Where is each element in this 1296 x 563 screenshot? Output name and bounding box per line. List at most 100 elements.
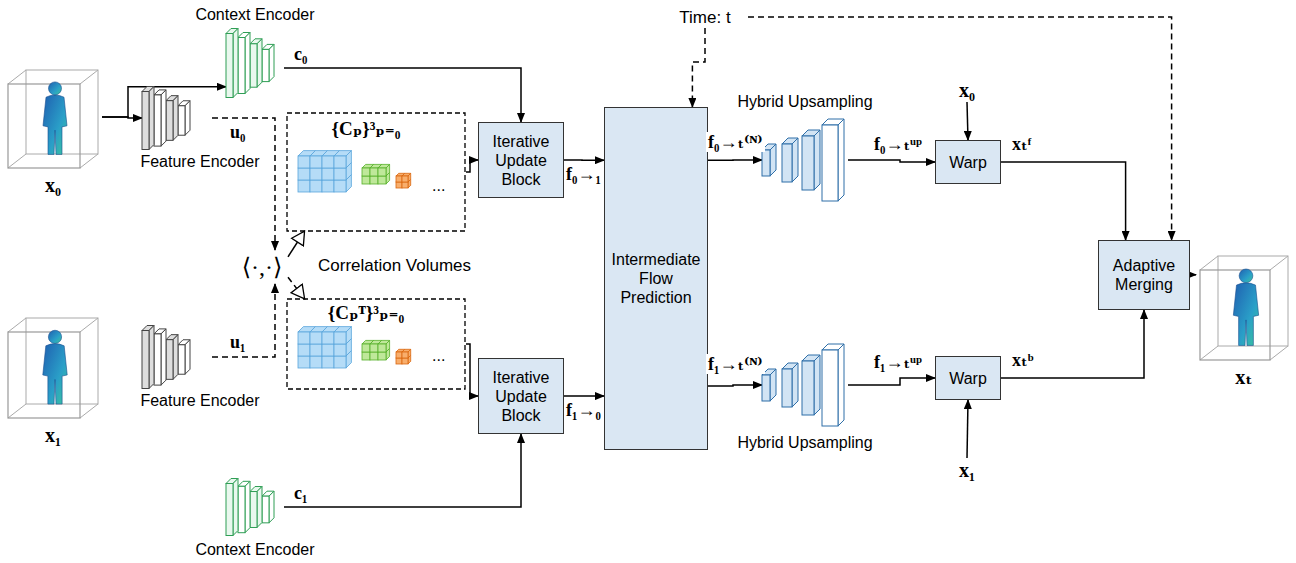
slab-front — [822, 125, 838, 201]
slab-side — [149, 87, 154, 150]
cube-edge — [8, 318, 26, 332]
variable-label: xₜ — [1196, 366, 1292, 388]
cube-front — [298, 180, 310, 192]
cube-front — [402, 182, 408, 188]
cube-edge — [80, 70, 98, 84]
cube-front — [402, 352, 408, 358]
volume-image-shape — [4, 310, 102, 422]
label-wrap: x₁ — [4, 424, 102, 446]
human-head — [1239, 269, 1253, 283]
cube-front — [322, 156, 334, 168]
dashed-connector — [212, 118, 275, 250]
edge-label: u₀ — [228, 122, 247, 142]
cube-front — [334, 344, 346, 356]
connector — [564, 159, 604, 161]
cube-front — [362, 168, 370, 176]
cube-edge — [8, 70, 26, 84]
cube-edge — [1270, 346, 1288, 360]
cube-front — [334, 180, 346, 192]
cube-edge — [80, 318, 98, 332]
slab-front — [142, 92, 149, 150]
cube-front — [334, 356, 346, 368]
node-label: Warp — [946, 366, 990, 391]
volume-image: xₜ — [1196, 248, 1292, 364]
cube-side — [408, 349, 411, 358]
upsampling-block-shape — [762, 345, 848, 425]
cube-front — [334, 168, 346, 180]
connector — [102, 117, 142, 118]
cube-edge — [80, 404, 98, 418]
slab-front — [262, 49, 269, 81]
slab-front — [154, 95, 161, 146]
slab-front — [226, 484, 233, 536]
input-symbol: x₀ — [952, 78, 982, 102]
process-box: Warp — [935, 140, 1001, 184]
slab-front — [238, 486, 245, 532]
cube-back — [26, 70, 98, 154]
cube-edge — [8, 404, 26, 418]
cube-edge — [1200, 346, 1218, 360]
connector — [708, 159, 762, 161]
slab-side — [792, 363, 798, 407]
node-label: Hybrid Upsampling — [725, 92, 885, 111]
human-head — [49, 82, 62, 95]
context-encoder-shape — [226, 28, 284, 98]
cube-edge — [1270, 256, 1288, 270]
node-label: Warp — [946, 150, 990, 175]
cube-front — [402, 176, 408, 182]
slab-side — [161, 329, 166, 385]
dashed-connector — [288, 277, 304, 298]
edge-label: c₀ — [292, 44, 309, 64]
slab-side — [814, 130, 820, 190]
label-wrap: Hybrid Upsampling — [725, 433, 885, 452]
slab-side — [233, 479, 238, 536]
process-box: Intermediate Flow Prediction — [604, 107, 708, 450]
slab-front — [802, 361, 814, 415]
dashed-frame — [287, 113, 465, 231]
connector — [848, 160, 935, 162]
slab-side — [838, 344, 844, 426]
slab-side — [269, 491, 274, 523]
edge-label: f₀→₁ — [564, 164, 603, 184]
slab-front — [226, 34, 233, 98]
node-label: Hybrid Upsampling — [725, 433, 885, 452]
cube-front — [322, 168, 334, 180]
process-box: Adaptive Merging — [1098, 240, 1190, 310]
cube-front — [8, 84, 80, 168]
slab-front — [250, 44, 257, 87]
cube-front — [298, 168, 310, 180]
connector — [848, 378, 935, 385]
dashed-connector — [692, 28, 705, 107]
feature-encoder: Feature Encoder — [142, 86, 212, 150]
slab-side — [149, 326, 154, 389]
upsampling-block: Hybrid Upsampling — [762, 345, 848, 425]
cube-side — [386, 164, 390, 176]
node-label: Context Encoder — [186, 5, 324, 24]
slab-side — [770, 369, 776, 401]
cube-side — [346, 327, 351, 344]
cube-front — [8, 332, 80, 418]
edge-label: c₁ — [292, 483, 309, 503]
slab-side — [161, 90, 166, 146]
slab-side — [269, 44, 274, 81]
node-label: Feature Encoder — [138, 152, 262, 171]
cube-edge — [8, 154, 26, 168]
slab-front — [154, 334, 161, 385]
label-wrap: x₀ — [4, 174, 102, 196]
cube-edge — [1200, 256, 1218, 270]
cube-front — [310, 168, 322, 180]
cube-front — [378, 176, 386, 184]
node-label: Iterative Update Block — [479, 129, 563, 192]
feature-encoder-shape — [142, 325, 212, 389]
connector — [708, 384, 762, 386]
cube-front — [310, 332, 322, 344]
label-wrap: xₜ — [1196, 366, 1292, 388]
variable-label: x₁ — [959, 459, 975, 481]
cube-front — [310, 180, 322, 192]
inner-product: ⟨·,·⟩ — [236, 250, 288, 284]
slab-front — [238, 38, 245, 94]
cube-front — [378, 344, 386, 352]
edge-label: f₁→ₜᵘᵖ — [872, 352, 924, 372]
upsampling-block: Hybrid Upsampling — [762, 120, 848, 200]
